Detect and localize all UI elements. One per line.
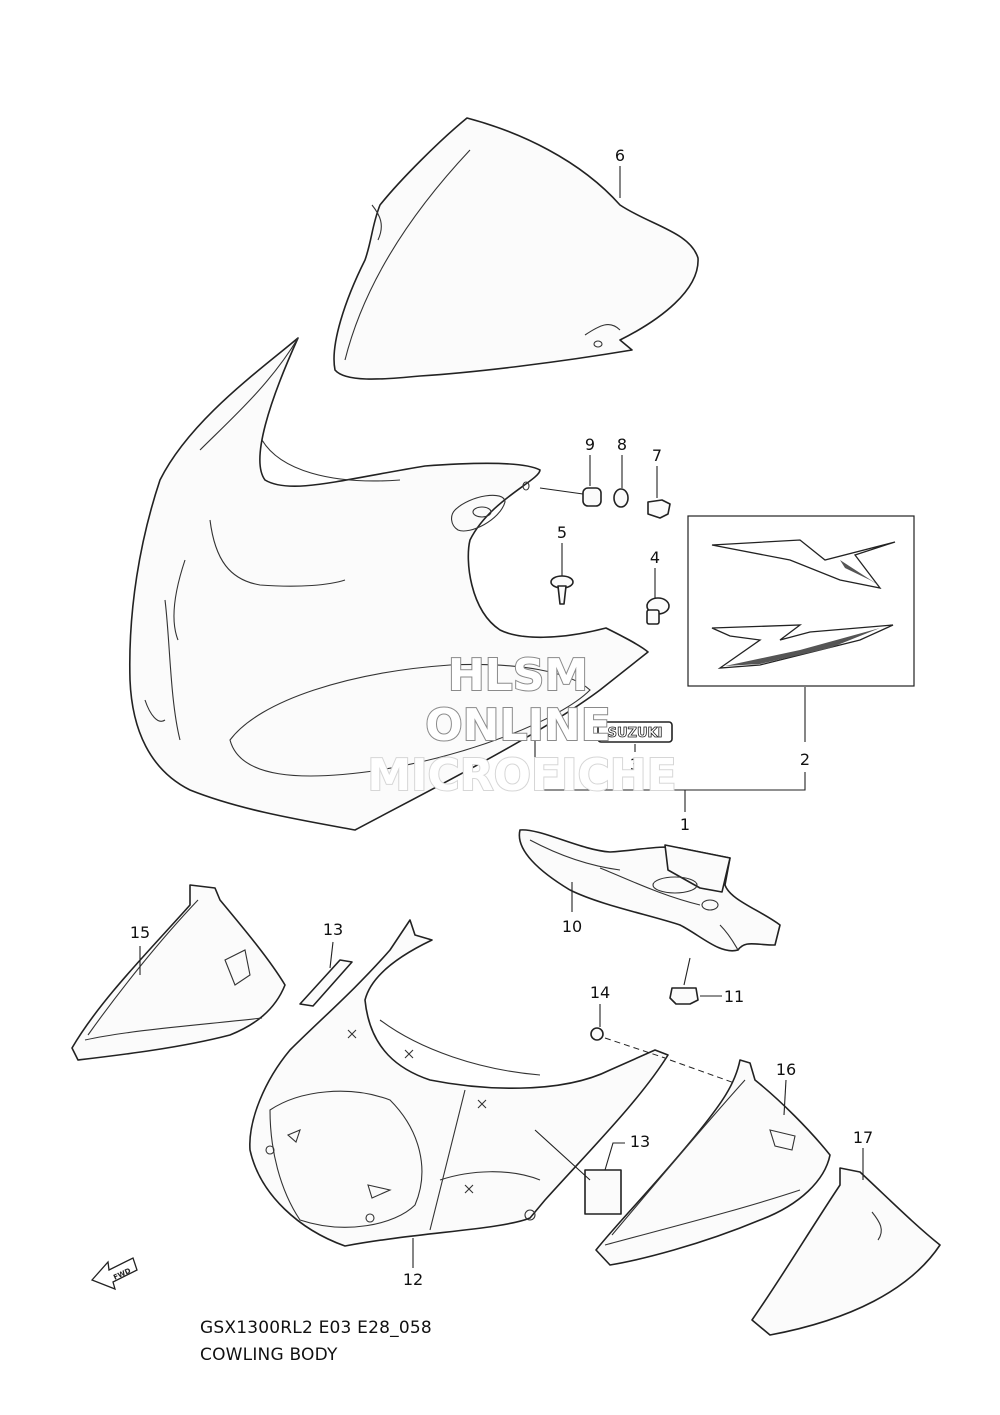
callout-7: 7	[652, 446, 662, 465]
pad-part	[299, 959, 353, 1007]
side-panel-left-part	[71, 884, 286, 1061]
watermark-line-3: MICROFICHE	[367, 750, 676, 801]
screw-part	[550, 575, 574, 605]
callout-2: 2	[800, 750, 810, 769]
callout-11: 11	[724, 987, 744, 1006]
windscreen-part	[333, 117, 699, 380]
watermark-line-1: HLSM	[448, 650, 588, 701]
lower-cowling-part	[249, 919, 669, 1247]
diagram-title: COWLING BODY	[200, 1345, 338, 1365]
callout-13-second: 13	[630, 1132, 650, 1151]
callout-1: 1	[680, 815, 690, 834]
upper-cowling-part	[128, 337, 649, 831]
leader-lines	[139, 166, 864, 1268]
pad-part-second	[534, 1129, 622, 1215]
bolt-part	[646, 597, 670, 625]
callout-8: 8	[617, 435, 627, 454]
emblem-part: SUZUKI	[597, 721, 673, 743]
callout-labels: 1 2 3 4 5 6 7 8 9 10 11 12 13 13 14 15 1…	[130, 146, 873, 1289]
forward-arrow-icon: FWD	[90, 1257, 138, 1291]
watermark: HLSM ONLINE MICROFICHE	[366, 649, 677, 802]
emblem-lettering: SUZUKI	[608, 726, 663, 741]
callout-13: 13	[323, 920, 343, 939]
callout-10: 10	[562, 917, 582, 936]
callout-6: 6	[615, 146, 625, 165]
inner-panel-part	[518, 829, 781, 952]
side-panel-right-part	[595, 1059, 831, 1266]
callout-4: 4	[650, 548, 660, 567]
callout-5: 5	[557, 523, 567, 542]
cover-part	[751, 1167, 941, 1336]
callout-15: 15	[130, 923, 150, 942]
watermark-line-2: ONLINE	[425, 700, 611, 751]
callout-14: 14	[590, 983, 610, 1002]
callout-9: 9	[585, 435, 595, 454]
rivet-part	[590, 1027, 741, 1086]
decal-set-part	[687, 515, 915, 687]
clip-part	[669, 957, 699, 1005]
callout-16: 16	[776, 1060, 796, 1079]
callout-12: 12	[403, 1270, 423, 1289]
callout-3: 3	[630, 755, 640, 774]
diagram-code: GSX1300RL2 E03 E28_058	[200, 1318, 432, 1338]
fastener-group	[539, 487, 671, 519]
callout-17: 17	[853, 1128, 873, 1147]
